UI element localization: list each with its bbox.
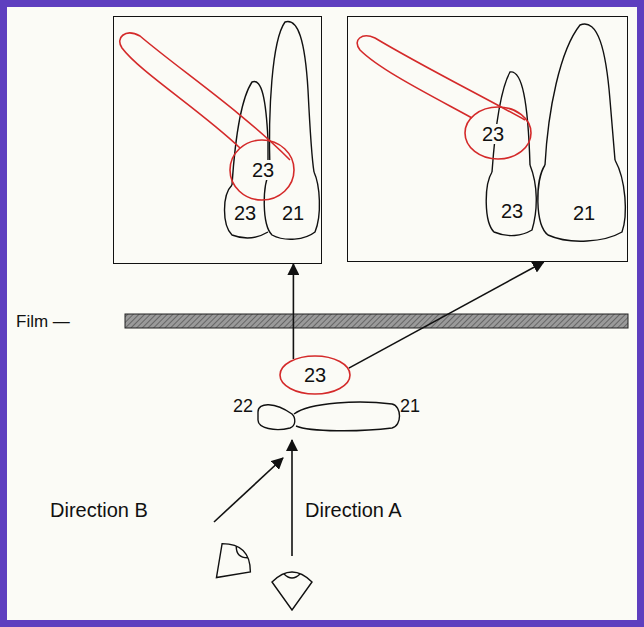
direction-b-arrow <box>214 458 283 522</box>
canine-root <box>120 33 290 160</box>
incisors-occlusal <box>258 402 400 431</box>
canine-oval: 23 <box>279 355 351 395</box>
central-incisor-root <box>545 24 615 165</box>
eye-outline <box>202 537 257 592</box>
tooth-label: 23 <box>481 124 505 144</box>
lateral-incisor-crown <box>225 185 269 238</box>
eye-iris <box>284 574 300 578</box>
tooth-label: 21 <box>281 203 305 223</box>
eye-b <box>202 537 257 592</box>
eye-a <box>272 572 312 610</box>
projection-arrow <box>349 262 544 368</box>
right-view-teeth <box>486 24 625 241</box>
tooth-label: 21 <box>572 203 596 223</box>
tooth-label: 23 <box>500 201 524 221</box>
tooth-22-outline <box>258 405 295 430</box>
direction-a-arrow <box>291 440 293 556</box>
film-label: Film — <box>16 313 70 330</box>
tooth-label: 23 <box>251 160 275 180</box>
view-b-box: 23 23 21 <box>347 16 628 262</box>
tooth-number: 23 <box>304 365 326 385</box>
right-view-canine <box>357 36 531 159</box>
canine-crown <box>230 140 294 200</box>
oval-shape <box>280 356 350 394</box>
lateral-incisor-crown <box>486 165 536 236</box>
eye-iris <box>233 546 247 560</box>
direction-label: Direction B <box>50 500 148 520</box>
film-strip <box>125 314 628 328</box>
projection-arrow <box>293 264 295 359</box>
tooth-number: 22 <box>233 397 253 415</box>
central-incisor-crown <box>538 160 625 241</box>
direction-label: Direction A <box>305 500 402 520</box>
left-view-canine <box>120 33 294 200</box>
tooth-21-outline <box>294 402 400 431</box>
eye-outline <box>272 572 312 610</box>
left-view-teeth <box>225 22 320 240</box>
tooth-label: 23 <box>233 203 257 223</box>
tooth-number: 21 <box>400 397 420 415</box>
canine-crown <box>465 107 531 159</box>
central-incisor-root <box>270 22 314 172</box>
view-a-box: 23 23 21 <box>113 16 322 264</box>
